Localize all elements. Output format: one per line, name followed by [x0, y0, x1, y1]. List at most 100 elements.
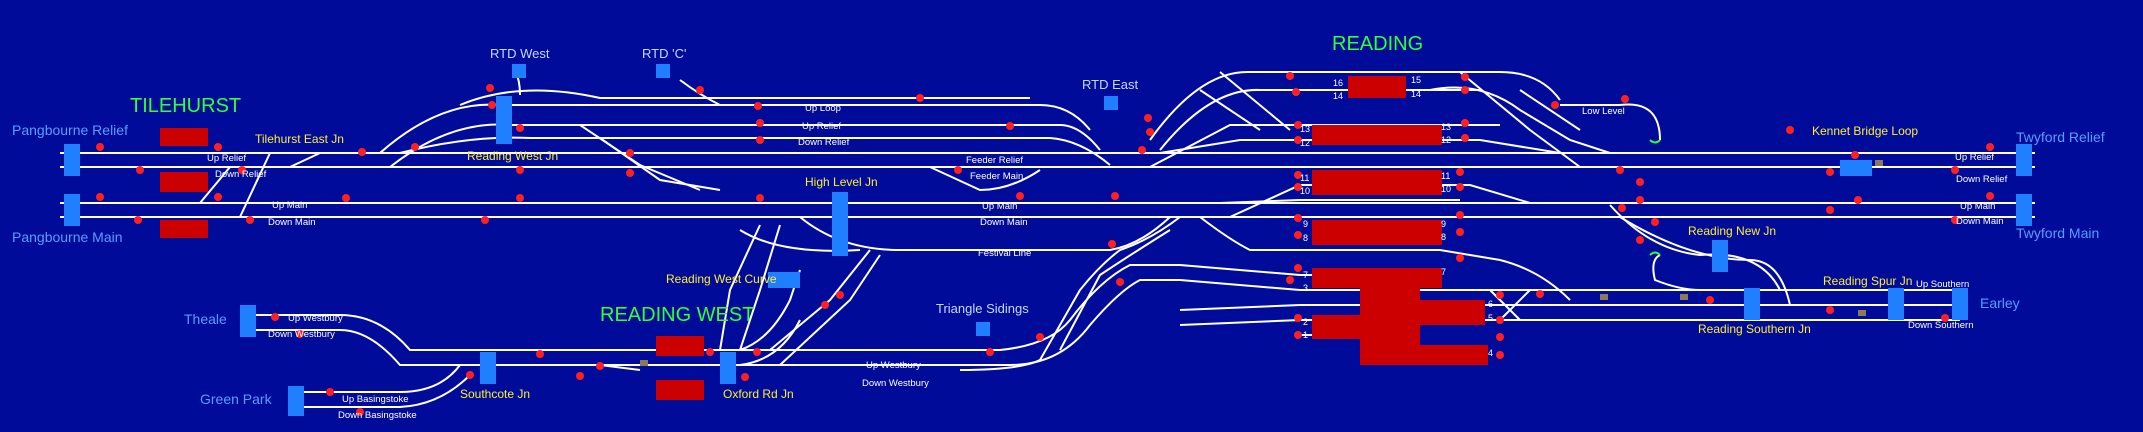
platform-number: 13 — [1441, 122, 1452, 132]
track-up-main-c: Up Main — [982, 201, 1018, 212]
block-twyford-main — [2016, 194, 2032, 226]
track-up-westbury-w: Up Westbury — [288, 313, 343, 324]
platform-reading-4 — [1360, 345, 1488, 365]
jn-southcote: Southcote Jn — [460, 387, 531, 401]
block-rtd-c — [656, 64, 670, 78]
platform-reading-12-13 — [1312, 125, 1442, 145]
track-feeder-relief: Feeder Relief — [966, 155, 1024, 166]
jn-reading-west: Reading West Jn — [467, 149, 559, 163]
block-pangbourne-main — [64, 194, 80, 226]
block-rtd-east — [1104, 96, 1118, 110]
platform-tilehurst-down — [160, 220, 208, 238]
block-oxford-rd-jn — [720, 352, 736, 384]
track-up-westbury-e: Up Westbury — [866, 360, 921, 371]
track-feeder-main: Feeder Main — [970, 171, 1024, 182]
track-up-loop: Up Loop — [805, 103, 841, 114]
jn-tilehurst-east: Tilehurst East Jn — [255, 132, 344, 146]
block-reading-new-jn — [1712, 240, 1728, 272]
label-rtd-c: RTD 'C' — [642, 46, 687, 61]
track-lines — [60, 69, 2035, 408]
jn-reading-southern: Reading Southern Jn — [1698, 322, 1811, 336]
platform-number: 16 — [1333, 78, 1344, 88]
jn-reading-west-curve: Reading West Curve — [666, 272, 777, 286]
platform-reading-15-16 — [1348, 76, 1406, 98]
buffer-stops — [640, 160, 1883, 366]
platform-number: 8 — [1303, 233, 1309, 243]
jn-high-level: High Level Jn — [805, 175, 878, 189]
boundary-twyford-main[interactable]: Twyford Main — [2016, 225, 2100, 241]
track-down-westbury-w: Down Westbury — [268, 329, 335, 340]
platform-number: 1 — [1303, 330, 1309, 340]
block-reading-southern-jn — [1744, 288, 1760, 320]
block-triangle-sidings — [976, 322, 990, 336]
track-up-relief-c: Up Relief — [802, 121, 842, 132]
boundary-twyford-relief[interactable]: Twyford Relief — [2016, 129, 2105, 145]
block-theale — [240, 305, 256, 337]
platform-number: 4 — [1488, 348, 1494, 358]
block-twyford-relief — [2016, 144, 2032, 176]
platform-number: 12 — [1441, 135, 1452, 145]
point-indicators — [1649, 139, 1661, 256]
boundary-pangbourne-relief[interactable]: Pangbourne Relief — [12, 122, 128, 138]
platform-number: 7 — [1303, 270, 1309, 280]
track-up-main-w: Up Main — [272, 200, 308, 211]
block-earley — [1952, 288, 1968, 320]
station-reading-west: READING WEST — [600, 304, 755, 326]
platform-number: 8 — [1441, 232, 1447, 242]
boundary-earley[interactable]: Earley — [1980, 295, 2020, 311]
track-down-basingstoke: Down Basingstoke — [338, 410, 417, 421]
platform-reading-west-down — [656, 380, 704, 400]
platform-number: 10 — [1441, 184, 1452, 194]
block-reading-west-curve — [768, 272, 800, 288]
track-down-southern: Down Southern — [1908, 320, 1974, 331]
platforms — [160, 76, 1488, 400]
platform-number: 5 — [1488, 313, 1494, 323]
track-low-level: Low Level — [1582, 106, 1625, 117]
platform-reading-5-6 — [1420, 300, 1485, 325]
block-high-level-jn — [832, 192, 848, 256]
platform-number: 3 — [1303, 283, 1309, 293]
track-down-relief-w: Down Relief — [215, 169, 267, 180]
jn-reading-new: Reading New Jn — [1688, 224, 1777, 238]
track-down-main-w: Down Main — [268, 217, 316, 228]
track-down-relief-e: Down Relief — [1956, 174, 2008, 185]
platform-reading-10-11 — [1312, 170, 1442, 195]
jn-oxford-rd: Oxford Rd Jn — [723, 387, 794, 401]
platform-reading-1-2 — [1312, 315, 1360, 339]
block-kennet-bridge-loop — [1840, 160, 1872, 176]
signals — [96, 72, 1994, 416]
platform-tilehurst-mid — [160, 172, 208, 192]
platform-reading-west-up — [656, 336, 704, 356]
station-tilehurst: TILEHURST — [130, 95, 242, 117]
boundary-green-park[interactable]: Green Park — [200, 391, 272, 407]
jn-kennet-bridge-loop: Kennet Bridge Loop — [1812, 124, 1919, 138]
platform-number: 14 — [1333, 91, 1344, 101]
platform-number: 2 — [1303, 317, 1309, 327]
block-reading-spur-jn — [1888, 288, 1904, 320]
platform-number: 10 — [1300, 186, 1311, 196]
track-festival-line: Festival Line — [978, 248, 1032, 259]
platform-number: 12 — [1300, 138, 1311, 148]
platform-number: 11 — [1300, 173, 1310, 183]
boundary-theale[interactable]: Theale — [184, 311, 227, 327]
platform-number: 9 — [1303, 219, 1309, 229]
platform-number: 14 — [1411, 89, 1422, 99]
platform-reading-8-9 — [1312, 220, 1442, 245]
block-rtd-west — [512, 64, 526, 78]
track-up-basingstoke: Up Basingstoke — [342, 394, 409, 405]
platform-number: 13 — [1300, 124, 1311, 134]
platform-reading-7 — [1312, 268, 1442, 288]
track-down-main-e: Down Main — [1956, 216, 2004, 227]
platform-number: 15 — [1411, 75, 1422, 85]
label-rtd-west: RTD West — [490, 46, 550, 61]
jn-reading-spur: Reading Spur Jn — [1823, 274, 1913, 288]
block-sections — [64, 64, 2032, 416]
platform-tilehurst-up — [160, 128, 208, 146]
platform-number: 6 — [1488, 299, 1494, 309]
track-up-main-e: Up Main — [1960, 201, 1996, 212]
block-green-park — [288, 386, 304, 416]
track-up-southern: Up Southern — [1916, 279, 1970, 290]
station-reading: READING — [1332, 33, 1424, 55]
boundary-pangbourne-main[interactable]: Pangbourne Main — [12, 229, 123, 245]
